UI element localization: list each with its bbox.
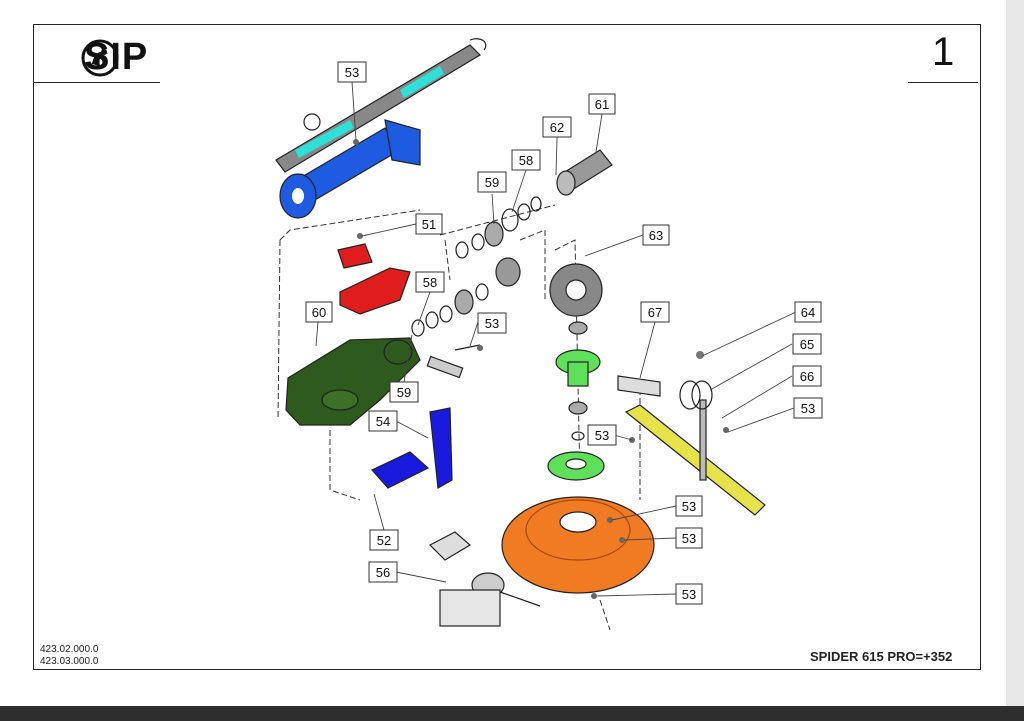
bearing-housing-upper	[555, 349, 601, 387]
drawing-frame	[33, 24, 981, 670]
callout-61: 61	[588, 93, 616, 115]
svg-text:53: 53	[682, 587, 696, 602]
svg-text:63: 63	[649, 228, 663, 243]
callout-66: 66	[792, 365, 822, 387]
svg-text:53: 53	[682, 499, 696, 514]
svg-text:59: 59	[485, 175, 499, 190]
bearing-63	[568, 321, 588, 335]
svg-text:58: 58	[519, 153, 533, 168]
svg-text:53: 53	[345, 65, 359, 80]
window-edge	[1006, 0, 1024, 721]
pinion-gear	[495, 257, 521, 287]
bolt	[477, 345, 483, 351]
callout-leaders	[315, 81, 797, 597]
svg-text:61: 61	[595, 97, 609, 112]
bolt	[619, 537, 625, 543]
header-rule-left	[34, 82, 160, 83]
bearing-housing-lower	[547, 451, 605, 481]
svg-text:67: 67	[648, 305, 662, 320]
circlip	[303, 113, 321, 131]
callout-64: 64	[794, 301, 822, 323]
svg-text:60: 60	[312, 305, 326, 320]
pin-assembly	[426, 344, 481, 379]
callout-53-f: 53	[675, 527, 703, 549]
part-code-1: 423.02.000.0	[40, 644, 99, 655]
callout-53-c: 53	[793, 397, 823, 419]
model-name: SPIDER 615 PRO=+352	[810, 649, 953, 664]
callout-67: 67	[640, 301, 670, 323]
clamp-assembly	[428, 531, 541, 627]
svg-text:53: 53	[682, 531, 696, 546]
bolt	[591, 593, 597, 599]
svg-text:58: 58	[423, 275, 437, 290]
bolt	[723, 427, 729, 433]
callout-56: 56	[368, 561, 398, 583]
bolt	[353, 139, 359, 145]
rotor-disc	[501, 496, 655, 594]
brand-name: SIP	[84, 36, 149, 78]
callout-62: 62	[542, 116, 572, 138]
callout-53-e: 53	[675, 495, 703, 517]
lower-cover	[371, 451, 430, 489]
assembly-dash-lines	[277, 204, 641, 631]
callout-53-d: 53	[587, 424, 617, 446]
header-rule-right	[908, 82, 978, 83]
callout-65: 65	[792, 333, 822, 355]
svg-text:54: 54	[376, 414, 390, 429]
spring-65	[679, 380, 713, 410]
gearbox-housing	[285, 337, 421, 426]
callout-54: 54	[368, 410, 398, 432]
bracket-67	[617, 375, 661, 397]
svg-text:53: 53	[801, 401, 815, 416]
bracket-54	[429, 407, 453, 489]
svg-text:59: 59	[397, 385, 411, 400]
svg-text:56: 56	[376, 565, 390, 580]
callout-59-a: 59	[477, 171, 507, 193]
bolt	[607, 517, 613, 523]
seal-mid	[571, 431, 585, 441]
bearing-set-lower	[411, 283, 489, 337]
svg-text:51: 51	[422, 217, 436, 232]
svg-text:66: 66	[800, 369, 814, 384]
red-cover-plate	[337, 243, 411, 315]
bevel-gear	[549, 263, 603, 317]
svg-text:52: 52	[377, 533, 391, 548]
svg-text:53: 53	[485, 316, 499, 331]
callout-53-g: 53	[675, 583, 703, 605]
callout-53-a: 53	[337, 61, 367, 83]
callout-52: 52	[369, 529, 399, 551]
callout-63: 63	[642, 224, 670, 246]
sip-logo-icon	[81, 39, 119, 77]
part-code-2: 423.03.000.0	[40, 656, 99, 667]
svg-text:62: 62	[550, 120, 564, 135]
bearing-set-upper	[455, 196, 542, 259]
callout-53-b: 53	[477, 312, 507, 334]
callout-59-b: 59	[389, 381, 419, 403]
svg-text:53: 53	[595, 428, 609, 443]
callout-51: 51	[415, 213, 443, 235]
coupling-61	[556, 149, 613, 196]
svg-text:64: 64	[801, 305, 815, 320]
callout-60: 60	[305, 301, 333, 323]
bolt	[357, 233, 363, 239]
svg-text:65: 65	[800, 337, 814, 352]
callout-58-b: 58	[415, 271, 445, 293]
window-bottom-bar	[0, 706, 1024, 721]
callout-58-a: 58	[511, 149, 541, 171]
bolt-64	[696, 351, 704, 359]
drive-shaft	[275, 38, 487, 173]
support-arm	[624, 399, 766, 516]
page-number: 1	[932, 30, 955, 74]
shaft-tube	[279, 119, 421, 219]
bearing-mid	[568, 401, 588, 415]
